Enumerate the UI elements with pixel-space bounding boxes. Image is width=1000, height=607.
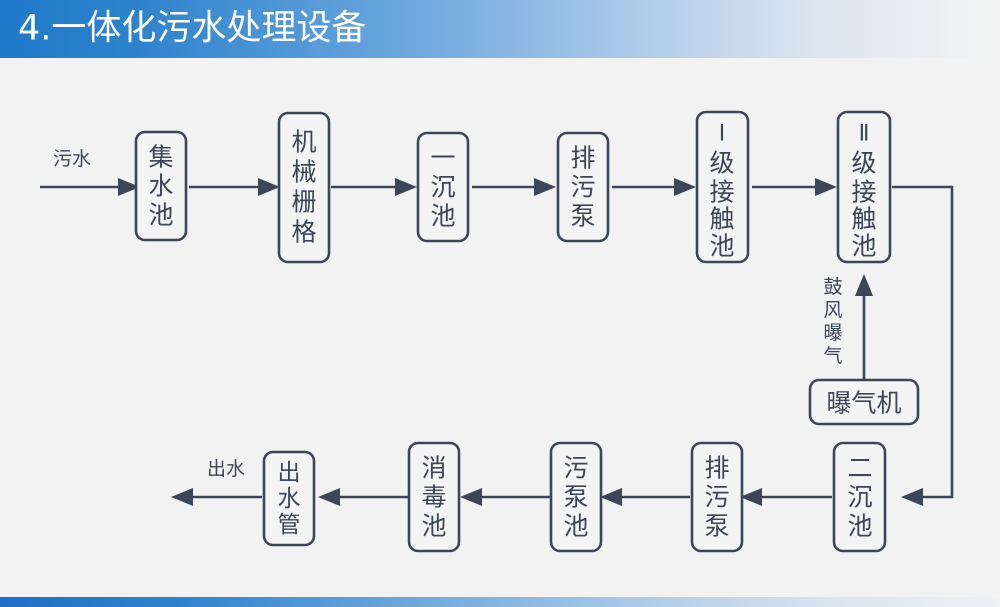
node-jishuichi[interactable]: 集 水 池 bbox=[134, 130, 188, 242]
node-jishuichi-char-2: 池 bbox=[148, 201, 173, 230]
node-yichenchi-char-1: 沉 bbox=[430, 173, 455, 202]
edge-label-aeration-char-3: 气 bbox=[823, 345, 842, 367]
node-wubengchi[interactable]: 污 泵 池 bbox=[549, 441, 603, 553]
node-chushuiguan-char-0: 出 bbox=[278, 460, 301, 486]
node-paiwubeng-top-char-1: 污 bbox=[570, 173, 595, 202]
node-wubengchi-char-1: 泵 bbox=[563, 483, 588, 512]
edge-jixieshange-to-yichenchi bbox=[331, 178, 417, 196]
node-jishuichi-char-1: 水 bbox=[148, 172, 173, 201]
node-jishuichi-char-0: 集 bbox=[148, 143, 173, 172]
edge-erchenchi-to-paiwubeng2 bbox=[740, 488, 832, 506]
node-yichenchi-char-2: 池 bbox=[430, 202, 455, 231]
edge-label-outlet: 出水 bbox=[207, 458, 245, 480]
node-jiechuchi-1-char-4: 池 bbox=[709, 232, 734, 261]
node-paiwubeng-top[interactable]: 排 污 泵 bbox=[556, 131, 610, 243]
node-paiwubeng-top-char-2: 泵 bbox=[570, 202, 595, 231]
node-yichenchi-char-0: 一 bbox=[430, 144, 455, 173]
node-chushuiguan-char-2: 管 bbox=[278, 512, 301, 538]
node-jiechuchi-2-char-0: Ⅱ bbox=[859, 122, 870, 147]
node-jixieshange-char-2: 栅 bbox=[291, 188, 316, 217]
node-paiwubeng-bottom[interactable]: 排 污 泵 bbox=[690, 441, 744, 553]
footer-accent-bar bbox=[0, 597, 1000, 607]
node-erchenchi[interactable]: 二 沉 池 bbox=[832, 441, 887, 553]
node-chushuiguan[interactable]: 出 水 管 bbox=[262, 450, 316, 547]
page-title: 4.一体化污水处理设备 bbox=[18, 8, 367, 49]
node-jixieshange-char-0: 机 bbox=[291, 128, 316, 157]
node-jiechuchi-1[interactable]: Ⅰ 级 接 触 池 bbox=[695, 110, 750, 264]
edge-jishuichi-to-jixieshange bbox=[189, 178, 280, 196]
node-jiechuchi-2-char-1: 级 bbox=[851, 149, 876, 178]
node-jiechuchi-1-char-2: 接 bbox=[709, 178, 734, 207]
node-jiechuchi-2-char-3: 触 bbox=[851, 205, 876, 234]
edge-label-inlet: 污水 bbox=[53, 148, 91, 170]
node-erchenchi-char-1: 沉 bbox=[847, 483, 872, 512]
edge-chushuiguan-to-outlet bbox=[171, 488, 262, 506]
node-paiwubeng-bottom-char-2: 泵 bbox=[704, 512, 729, 541]
node-wubengchi-char-0: 污 bbox=[563, 454, 588, 483]
node-xiaoduchi[interactable]: 消 毒 池 bbox=[407, 441, 461, 553]
edge-yichenchi-to-paiwubeng1 bbox=[472, 178, 556, 196]
edge-jiechuchi2-to-erchenchi bbox=[892, 185, 954, 506]
edge-wubengchi-to-xiaoduchi bbox=[460, 488, 550, 506]
process-flow-diagram: 污水 bbox=[0, 58, 1000, 597]
node-jixieshange-char-3: 格 bbox=[291, 218, 316, 247]
node-xiaoduchi-char-2: 池 bbox=[421, 512, 446, 541]
node-yichenchi[interactable]: 一 沉 池 bbox=[416, 131, 470, 243]
node-wubengchi-char-2: 池 bbox=[563, 512, 588, 541]
node-paiwubeng-bottom-char-1: 污 bbox=[704, 483, 729, 512]
edge-jiechuchi1-to-jiechuchi2 bbox=[752, 178, 837, 196]
node-jiechuchi-1-char-0: Ⅰ bbox=[719, 122, 726, 147]
node-jixieshange-char-1: 械 bbox=[291, 158, 316, 187]
node-puqiji[interactable]: 曝气机 bbox=[808, 378, 920, 426]
title-bar: 4.一体化污水处理设备 bbox=[0, 0, 1000, 58]
node-jiechuchi-2-char-4: 池 bbox=[851, 232, 876, 261]
edge-paiwubeng1-to-jiechuchi1 bbox=[612, 178, 696, 196]
node-jiechuchi-1-char-3: 触 bbox=[709, 205, 734, 234]
edge-label-aeration-char-1: 风 bbox=[823, 299, 842, 321]
node-jiechuchi-2[interactable]: Ⅱ 级 接 触 池 bbox=[836, 110, 892, 264]
node-xiaoduchi-char-0: 消 bbox=[421, 454, 446, 483]
node-puqiji-label: 曝气机 bbox=[826, 389, 901, 418]
edge-puqiji-to-jiechuchi2 bbox=[855, 274, 873, 380]
node-jiechuchi-2-char-2: 接 bbox=[851, 178, 876, 207]
node-erchenchi-char-0: 二 bbox=[847, 454, 872, 483]
edge-paiwubeng2-to-wubengchi bbox=[600, 488, 690, 506]
edge-xiaoduchi-to-chushuiguan bbox=[318, 488, 408, 506]
node-paiwubeng-top-char-0: 排 bbox=[570, 144, 595, 173]
node-xiaoduchi-char-1: 毒 bbox=[421, 483, 446, 512]
node-jiechuchi-1-char-1: 级 bbox=[709, 149, 734, 178]
node-erchenchi-char-2: 池 bbox=[847, 512, 872, 541]
node-paiwubeng-bottom-char-0: 排 bbox=[704, 454, 729, 483]
edge-label-aeration-char-0: 鼓 bbox=[823, 276, 842, 298]
node-jixieshange[interactable]: 机 械 栅 格 bbox=[277, 111, 331, 264]
node-chushuiguan-char-1: 水 bbox=[278, 486, 301, 512]
edge-label-aeration-char-2: 曝 bbox=[823, 322, 842, 344]
edge-inlet-to-jishuichi bbox=[40, 178, 140, 196]
